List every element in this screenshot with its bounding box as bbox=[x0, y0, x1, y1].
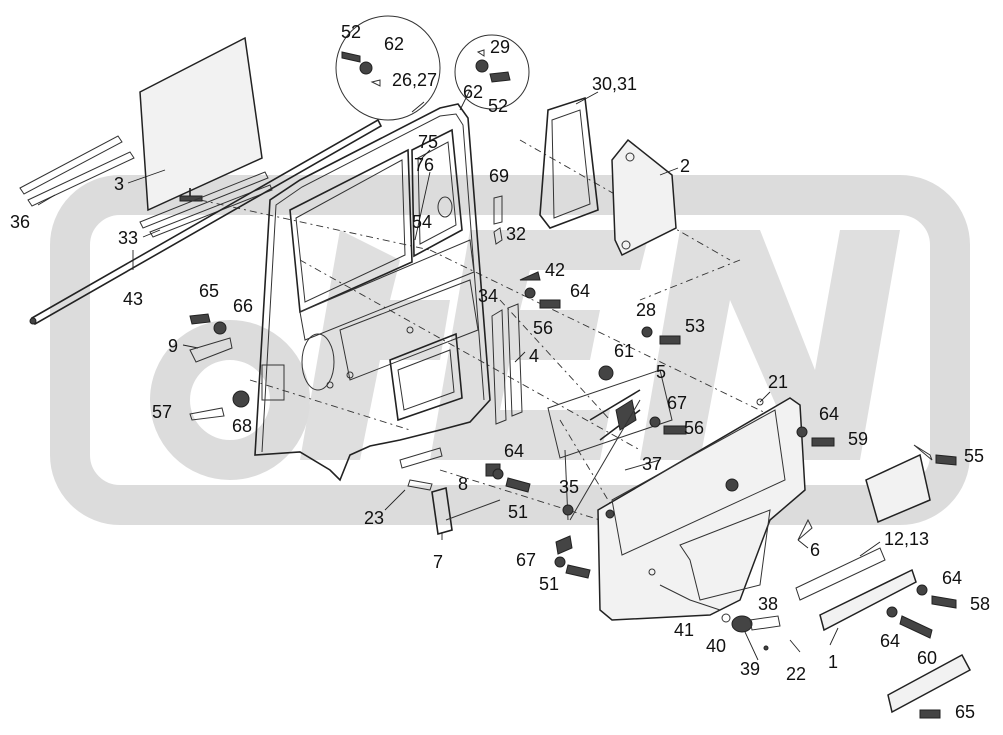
label-64: 64 bbox=[504, 441, 524, 461]
label-64: 64 bbox=[570, 281, 590, 301]
label-9: 9 bbox=[168, 336, 178, 356]
watermark-logo bbox=[50, 175, 970, 525]
label-39: 39 bbox=[740, 659, 760, 679]
label-29: 29 bbox=[490, 37, 510, 57]
label-34: 34 bbox=[478, 286, 498, 306]
detail-circle-left bbox=[335, 15, 441, 121]
label-38: 38 bbox=[758, 594, 778, 614]
label-35: 35 bbox=[559, 477, 579, 497]
label-51: 51 bbox=[539, 574, 559, 594]
label-26-27: 26,27 bbox=[392, 70, 437, 90]
label-64: 64 bbox=[819, 404, 839, 424]
label-54: 54 bbox=[412, 212, 432, 232]
label-60: 60 bbox=[917, 648, 937, 668]
label-5: 5 bbox=[656, 362, 666, 382]
label-68: 68 bbox=[232, 416, 252, 436]
label-8: 8 bbox=[458, 474, 468, 494]
label-40: 40 bbox=[706, 636, 726, 656]
label-43: 43 bbox=[123, 289, 143, 309]
rear-window-channel bbox=[491, 303, 523, 425]
label-37: 37 bbox=[642, 454, 662, 474]
label-64: 64 bbox=[880, 631, 900, 651]
part-labels: 52 62 26,27 29 62 52 30,31 2 3 36 33 43 … bbox=[10, 22, 990, 722]
label-67: 67 bbox=[667, 393, 687, 413]
inside-handle bbox=[721, 613, 781, 633]
label-30-31: 30,31 bbox=[592, 74, 637, 94]
label-51: 51 bbox=[508, 502, 528, 522]
label-52: 52 bbox=[488, 96, 508, 116]
label-59: 59 bbox=[848, 429, 868, 449]
label-3: 3 bbox=[114, 174, 124, 194]
door-inner-trim bbox=[597, 397, 806, 621]
door-glass bbox=[139, 36, 263, 212]
label-2: 2 bbox=[680, 156, 690, 176]
label-42: 42 bbox=[545, 260, 565, 280]
label-1: 1 bbox=[828, 652, 838, 672]
fasteners bbox=[189, 195, 957, 719]
window-regulator bbox=[547, 365, 673, 459]
label-21: 21 bbox=[768, 372, 788, 392]
label-33: 33 bbox=[118, 228, 138, 248]
label-36: 36 bbox=[10, 212, 30, 232]
label-28: 28 bbox=[636, 300, 656, 320]
label-55: 55 bbox=[964, 446, 984, 466]
detail-circle-right bbox=[454, 34, 530, 110]
label-6: 6 bbox=[810, 540, 820, 560]
label-41: 41 bbox=[674, 620, 694, 640]
label-57: 57 bbox=[152, 402, 172, 422]
label-76: 76 bbox=[414, 155, 434, 175]
label-58: 58 bbox=[970, 594, 990, 614]
label-62: 62 bbox=[384, 34, 404, 54]
label-7: 7 bbox=[433, 552, 443, 572]
quarter-glass-seal bbox=[539, 96, 599, 229]
label-75: 75 bbox=[418, 132, 438, 152]
label-32: 32 bbox=[506, 224, 526, 244]
label-65: 65 bbox=[955, 702, 975, 722]
label-22: 22 bbox=[786, 664, 806, 684]
label-61: 61 bbox=[614, 341, 634, 361]
label-69: 69 bbox=[489, 166, 509, 186]
leader-lines bbox=[37, 89, 881, 661]
glass-run-channels bbox=[19, 118, 383, 326]
armrest-parts bbox=[795, 444, 972, 714]
label-52: 52 bbox=[341, 22, 361, 42]
label-62: 62 bbox=[463, 82, 483, 102]
label-53: 53 bbox=[685, 316, 705, 336]
label-67: 67 bbox=[516, 550, 536, 570]
label-56: 56 bbox=[684, 418, 704, 438]
label-4: 4 bbox=[529, 346, 539, 366]
label-66: 66 bbox=[233, 296, 253, 316]
label-56: 56 bbox=[533, 318, 553, 338]
label-65: 65 bbox=[199, 281, 219, 301]
label-64: 64 bbox=[942, 568, 962, 588]
label-12-13: 12,13 bbox=[884, 529, 929, 549]
quarter-glass-panel bbox=[611, 138, 677, 257]
door-frame bbox=[254, 103, 491, 482]
label-23: 23 bbox=[364, 508, 384, 528]
